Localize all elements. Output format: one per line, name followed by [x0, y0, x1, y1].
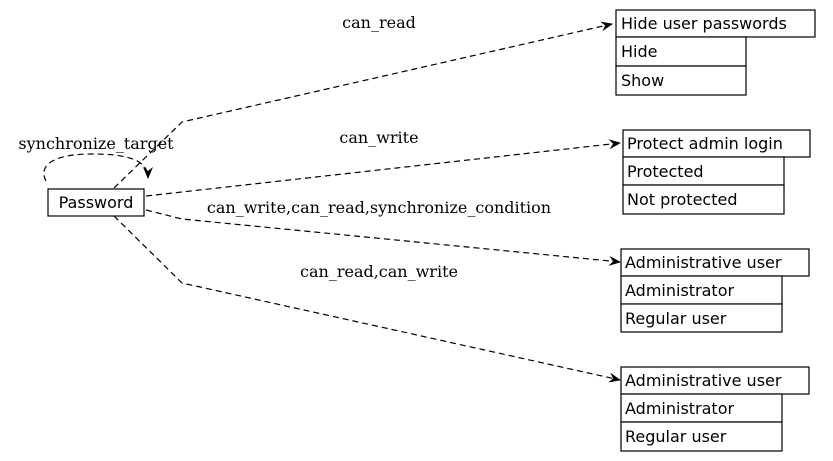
self-loop-label: synchronize_target [18, 134, 174, 153]
edge-label: can_write [339, 128, 418, 147]
node-title: Protect admin login [627, 134, 783, 153]
option-label: Not protected [627, 190, 737, 209]
edge-administrative-user-2: can_read,can_write [113, 215, 621, 383]
node-administrative-user-1[interactable]: Administrative user Administrator Regula… [620, 248, 810, 333]
option-label: Show [621, 71, 664, 90]
option-label: Hide [621, 42, 657, 61]
node-protect-admin-login[interactable]: Protect admin login Protected Not protec… [622, 129, 811, 215]
node-hide-user-passwords[interactable]: Hide user passwords Hide Show [615, 9, 816, 96]
edge-label: can_read,can_write [300, 262, 458, 281]
node-password[interactable]: Password [47, 188, 145, 217]
node-label: Password [59, 193, 134, 212]
edge-protect-admin-login: can_write [145, 128, 621, 197]
edge-label: can_write,can_read,synchronize_condition [207, 198, 551, 217]
node-title: Administrative user [625, 253, 782, 272]
option-label: Administrator [625, 399, 734, 418]
edge-administrative-user-1: can_write,can_read,synchronize_condition [145, 198, 621, 266]
option-label: Regular user [625, 309, 727, 328]
node-title: Administrative user [625, 371, 782, 390]
option-label: Protected [627, 162, 704, 181]
option-label: Administrator [625, 281, 734, 300]
node-administrative-user-2[interactable]: Administrative user Administrator Regula… [620, 366, 810, 452]
self-loop-edge: synchronize_target [18, 134, 174, 182]
edge-label: can_read [342, 13, 416, 32]
option-label: Regular user [625, 427, 727, 446]
edge-hide-user-passwords: can_read [113, 13, 613, 189]
node-title: Hide user passwords [621, 14, 787, 33]
